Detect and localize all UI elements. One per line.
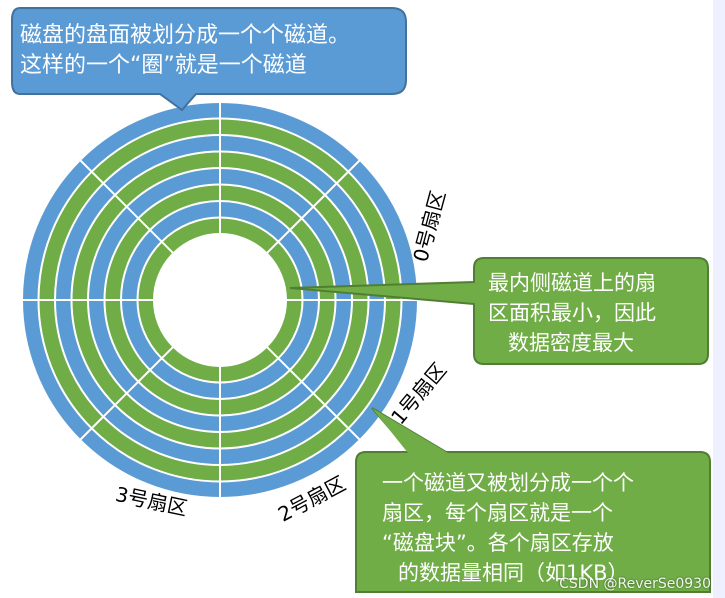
right-callout-line-1: 最内侧磁道上的扇 [488,271,656,295]
bottom-callout-line-3: “磁盘块”。各个扇区存放 [382,531,614,555]
disk-center-hole [153,233,287,367]
sector-divider-3 [79,159,175,255]
sector-label-0: 0号扇区 [408,188,450,264]
bottom-callout-line-1: 一个磁道又被划分成一个个 [382,471,634,495]
bottom-callout-line-2: 扇区，每个扇区就是一个 [382,501,613,525]
sector-dividers [22,102,418,498]
top-callout-line-2: 这样的一个“圈”就是一个磁道 [20,53,307,78]
right-edge-strip [713,0,725,598]
right-callout-bubble [289,257,709,365]
bottom-callout: 一个磁道又被划分成一个个 扇区，每个扇区就是一个 “磁盘块”。各个扇区存放 的数… [355,407,711,593]
bottom-callout-line-4: 的数据量相同（如1KB） [398,561,629,585]
right-callout-line-3: 数据密度最大 [508,331,634,355]
right-callout-line-2: 区面积最小，因此 [488,301,656,325]
sector-divider-5 [79,345,175,441]
right-callout: 最内侧磁道上的扇 区面积最小，因此 数据密度最大 [289,257,709,365]
top-callout-line-1: 磁盘的盘面被划分成一个个磁道。 [20,23,350,48]
sector-divider-7 [265,345,361,441]
bottom-callout-pointer [372,408,448,453]
sector-divider-1 [265,159,361,255]
top-callout-bubble [11,7,407,112]
watermark: CSDN @ReverSe0930 [559,576,711,592]
top-callout: 磁盘的盘面被划分成一个个磁道。 这样的一个“圈”就是一个磁道 [11,7,407,112]
